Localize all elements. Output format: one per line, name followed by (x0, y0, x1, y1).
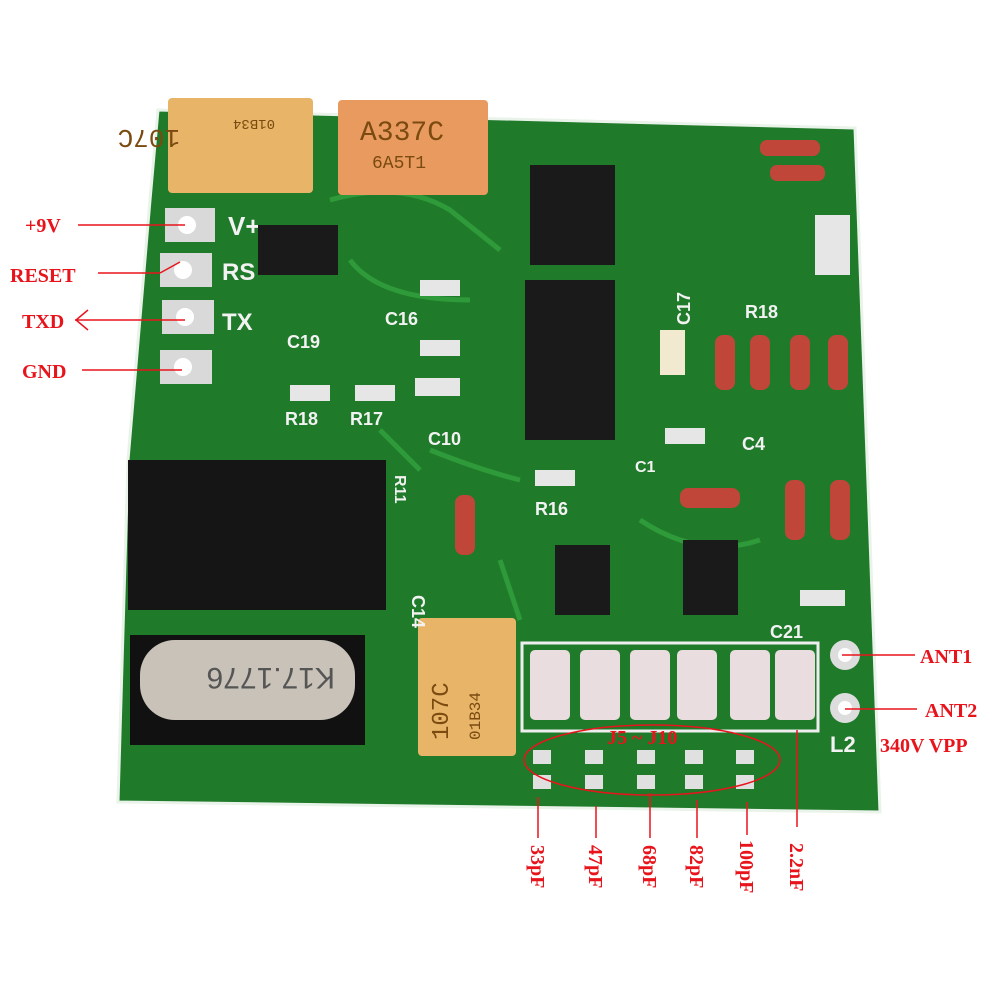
pin-label-9v: +9V (25, 215, 61, 237)
tantalum-cap-1: 107C 01B34 (118, 98, 313, 193)
silk-r16b: R18 (745, 302, 778, 322)
silk-r17: R17 (350, 409, 383, 429)
silk-c10: C10 (428, 429, 461, 449)
cap-label-68pf: 68pF (638, 845, 660, 888)
svg-text:107C: 107C (429, 682, 456, 740)
regulator (258, 225, 338, 275)
ic-soic-1 (530, 165, 615, 265)
svg-text:A337C: A337C (360, 118, 444, 149)
silk-rs: RS (222, 259, 255, 286)
capacitor-bank (520, 641, 820, 733)
cap-label-82pf: 82pF (685, 845, 707, 888)
svg-text:107C: 107C (118, 122, 180, 152)
silk-r11: R11 (391, 475, 408, 504)
cap-label-2-2nf: 2.2nF (785, 843, 807, 891)
ant2-hole (838, 701, 852, 715)
silk-c1: C1 (635, 459, 656, 476)
header-pads (160, 208, 215, 384)
label-voltage: 340V VPP (880, 735, 968, 757)
silk-c19: C19 (287, 332, 320, 352)
silk-c14: C14 (408, 595, 428, 628)
silk-r16: R16 (535, 499, 568, 519)
transistor-2 (683, 540, 738, 615)
silk-tx: TX (222, 309, 253, 336)
cap-label-33pf: 33pF (526, 845, 548, 888)
svg-text:K17.1776: K17.1776 (207, 661, 335, 694)
crystal: K17.1776 (130, 635, 365, 745)
label-ant2: ANT2 (925, 700, 977, 722)
cap-label-100pf: 100pF (735, 840, 757, 893)
silk-l2: L2 (830, 732, 856, 757)
ic-large (128, 460, 386, 610)
smd-passives (290, 215, 850, 606)
svg-text:6A5T1: 6A5T1 (372, 154, 426, 174)
silk-c16: C16 (385, 309, 418, 329)
diodes (455, 140, 850, 555)
tantalum-cap-2: A337C 6A5T1 (338, 100, 488, 195)
annotation-lines (74, 224, 917, 838)
cap-label-47pf: 47pF (584, 845, 606, 888)
label-ant1: ANT1 (920, 646, 972, 668)
transistor-1 (555, 545, 610, 615)
svg-text:01B34: 01B34 (467, 692, 485, 740)
jumper-pads (533, 750, 754, 789)
pin-label-txd: TXD (22, 311, 64, 333)
silk-r18: R18 (285, 409, 318, 429)
pin-label-gnd: GND (22, 361, 66, 383)
silk-vplus: V+ (228, 211, 261, 241)
pin-label-reset: RESET (10, 265, 76, 287)
silk-c4: C4 (742, 434, 765, 454)
tantalum-cap-3: 107C 01B34 (418, 618, 516, 756)
silk-c21: C21 (770, 622, 803, 642)
silk-c17: C17 (674, 292, 694, 325)
ic-soic-2 (525, 280, 615, 440)
label-jumpers: J5 ~ J10 (607, 727, 677, 749)
svg-text:01B34: 01B34 (233, 115, 275, 131)
